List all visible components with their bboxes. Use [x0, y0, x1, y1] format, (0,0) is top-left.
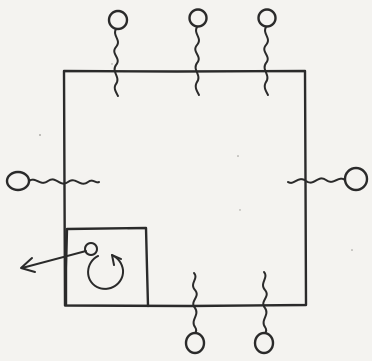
left-tendril	[7, 172, 99, 190]
top-tendril-middle	[190, 10, 207, 96]
inner-box	[66, 228, 148, 306]
top-tendril-left	[109, 11, 127, 96]
inner-small-circle	[85, 243, 97, 255]
rotation-arrow-icon	[88, 255, 123, 289]
bottom-tendril-left	[186, 273, 204, 353]
top-tendril-right	[259, 10, 276, 96]
bottom-tendril-right	[255, 272, 273, 353]
outward-arrow-icon	[21, 251, 86, 272]
right-tendril	[288, 168, 367, 190]
outer-square	[64, 71, 306, 306]
